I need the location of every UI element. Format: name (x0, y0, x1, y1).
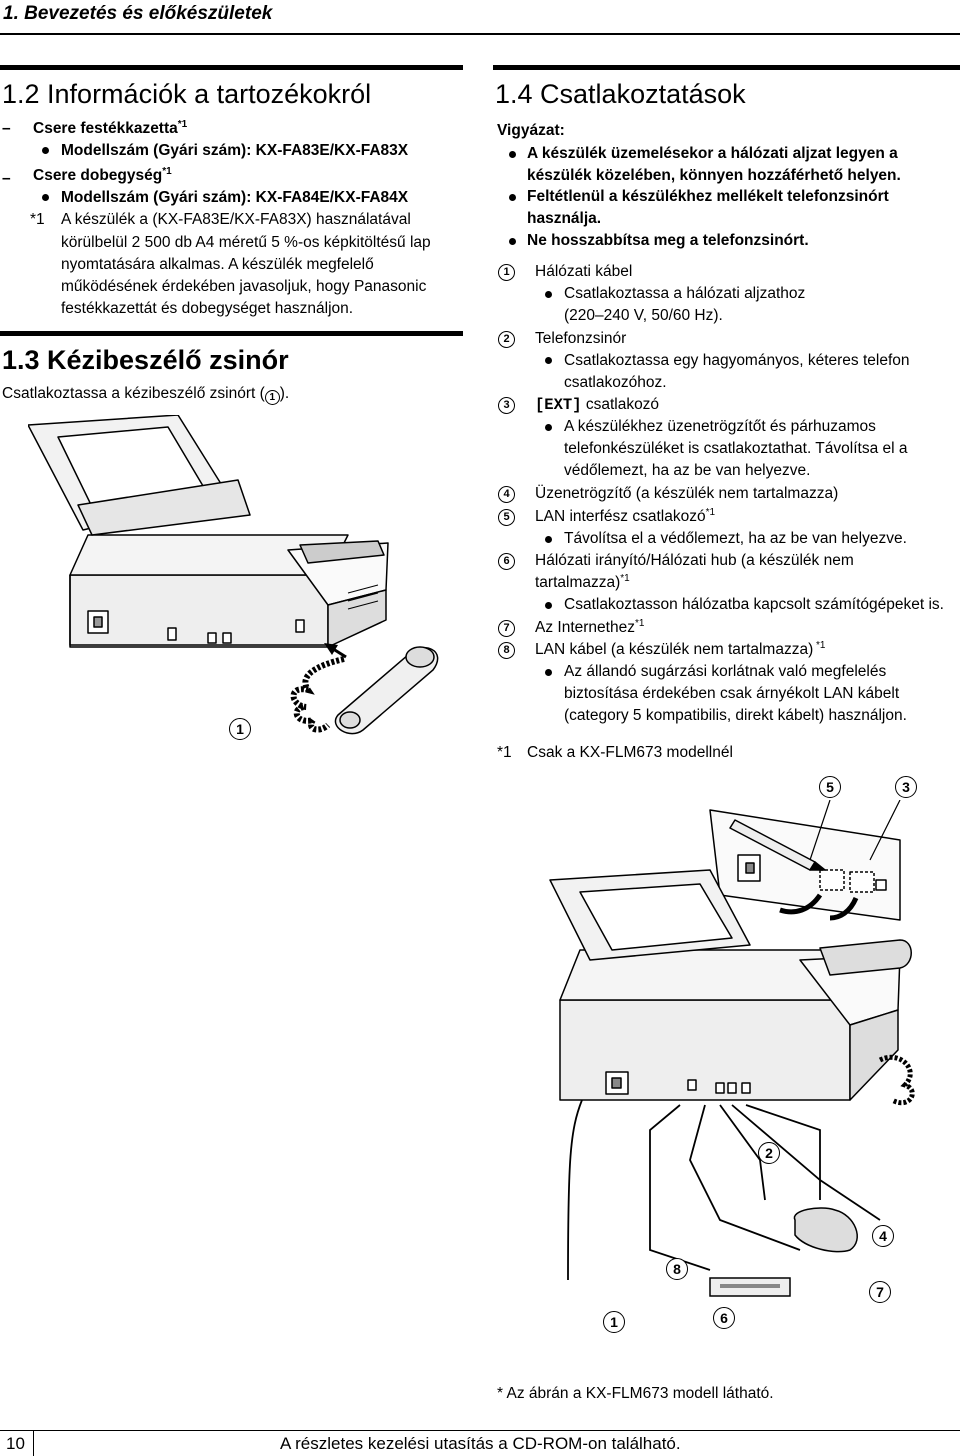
bullet (545, 357, 552, 364)
dash-1: – (2, 120, 11, 137)
page-number: 10 (6, 1434, 25, 1453)
caution-label: Vigyázat: (497, 122, 565, 139)
item-toner-model: Modellszám (Gyári szám): KX-FA83E/KX-FA8… (61, 142, 409, 159)
bullet (42, 147, 49, 154)
figure-note: * Az ábrán a KX-FLM673 modell látható. (497, 1385, 774, 1402)
footnote-line: festékkazettát és dobegységet használjon… (61, 300, 354, 317)
figure-callout-7: 7 (869, 1281, 891, 1303)
chapter-title: 1. Bevezetés és előkészületek (3, 3, 273, 24)
item-label: Hálózati kábel (535, 263, 633, 280)
bullet (42, 194, 49, 201)
section-1-4-title: 1.4 Csatlakoztatások (495, 79, 746, 109)
footnote-line: A készülék a (KX-FA83E/KX-FA83X) használ… (61, 211, 411, 228)
figure-callout-2: 2 (758, 1142, 780, 1164)
bullet (509, 194, 516, 201)
section-rule-1-3 (0, 331, 463, 336)
item-bullet-line: telefonkészüléket is csatlakoztathat. Tá… (564, 440, 908, 457)
caution-line: Feltétlenül a készülékhez mellékelt tele… (527, 188, 889, 205)
page-header: 1. Bevezetés és előkészületek (0, 0, 960, 36)
item-label: Telefonzsinór (535, 330, 627, 347)
item-num: 4 (498, 486, 515, 503)
figure-callout-8: 8 (666, 1258, 688, 1280)
item-num: 2 (498, 331, 515, 348)
figure-callout-1: 1 (229, 718, 251, 740)
figure-handset-cord (28, 415, 439, 735)
footnote-line: működésének érdekében javasoljuk, hogy P… (61, 278, 427, 295)
item-bullet-line: (220–240 V, 50/60 Hz). (564, 307, 723, 324)
caution-line: Ne hosszabbítsa meg a telefonzsinórt. (527, 232, 809, 249)
item-label: Hálózati irányító/Hálózati hub (a készül… (535, 552, 854, 569)
caution-line: készülék közelében, könnyen hozzáférhető… (527, 167, 901, 184)
bullet (509, 151, 516, 158)
item-label-line2: tartalmazza)*1 (535, 572, 630, 591)
item-label: [EXT] csatlakozó (535, 396, 660, 414)
item-drum-model: Modellszám (Gyári szám): KX-FA84E/KX-FA8… (61, 189, 409, 206)
footnote-mark: *1 (497, 744, 512, 761)
item-num: 3 (498, 397, 515, 414)
item-label: Üzenetrögzítő (a készülék nem tartalmazz… (535, 485, 839, 502)
item-num: 1 (498, 264, 515, 281)
header-rule (0, 33, 960, 35)
caution-line: használja. (527, 210, 602, 227)
item-num: 7 (498, 620, 515, 637)
bullet (509, 238, 516, 245)
item-bullet-line: Csatlakoztasson hálózatba kapcsolt számí… (564, 596, 944, 613)
item-bullet-line: A készülékhez üzenetrögzítőt és párhuzam… (564, 418, 876, 435)
section-1-3-title: 1.3 Kézibeszélő zsinór (2, 345, 289, 375)
figure-callout-6: 6 (713, 1307, 735, 1329)
bullet (545, 291, 552, 298)
item-drum-label: Csere dobegység*1 (33, 165, 172, 184)
item-bullet-line: védőlemezt, ha az be van helyezve. (564, 462, 811, 479)
section-1-2-title: 1.2 Információk a tartozékokról (2, 79, 372, 109)
section-1-3-text: Csatlakoztassa a kézibeszélő zsinórt (1)… (2, 385, 290, 405)
footnote-mark: *1 (30, 211, 45, 228)
figure-callout-1b: 1 (603, 1311, 625, 1333)
item-label: Az Internethez*1 (535, 617, 645, 636)
section-rule-1-4 (493, 65, 960, 70)
footnote-line: körülbelül 2 500 db A4 méretű 5 %-os kép… (61, 234, 431, 251)
item-num: 8 (498, 642, 515, 659)
footnote-text: Csak a KX-FLM673 modellnél (527, 744, 733, 761)
section-rule-1-2 (0, 65, 463, 70)
item-label: LAN kábel (a készülék nem tartalmazza) *… (535, 639, 826, 658)
item-bullet-line: (category 5 kompatibilis, direkt kábelt)… (564, 707, 907, 724)
bullet (545, 602, 552, 609)
figure-callout-3: 3 (895, 776, 917, 798)
figure-callout-5: 5 (819, 776, 841, 798)
figure-callout-4: 4 (872, 1225, 894, 1247)
figure-connections (549, 800, 915, 1297)
bullet (545, 669, 552, 676)
callout-1-inline: 1 (264, 390, 280, 405)
footer-rule (0, 1430, 960, 1431)
item-bullet-line: csatlakozóhoz. (564, 374, 667, 391)
footnote-line: nyomtatására alkalmas. A készülék megfel… (61, 256, 374, 273)
footer-text: A részletes kezelési utasítás a CD-ROM-o… (280, 1434, 681, 1453)
footer-divider (33, 1430, 34, 1456)
item-bullet-line: biztosítása érdekében csak árnyékolt LAN… (564, 685, 900, 702)
item-bullet-line: Távolítsa el a védőlemezt, ha az be van … (564, 530, 907, 547)
item-num: 5 (498, 509, 515, 526)
dash-2: – (2, 170, 11, 187)
bullet (545, 536, 552, 543)
item-bullet-line: Az állandó sugárzási korlátnak való megf… (564, 663, 887, 680)
bullet (545, 424, 552, 431)
caution-line: A készülék üzemelésekor a hálózati aljza… (527, 145, 898, 162)
item-bullet-line: Csatlakoztassa egy hagyományos, kéteres … (564, 352, 910, 369)
item-label: LAN interfész csatlakozó*1 (535, 506, 716, 525)
item-num: 6 (498, 553, 515, 570)
item-bullet-line: Csatlakoztassa a hálózati aljzathoz (564, 285, 806, 302)
item-toner-label: Csere festékkazetta*1 (33, 118, 188, 137)
